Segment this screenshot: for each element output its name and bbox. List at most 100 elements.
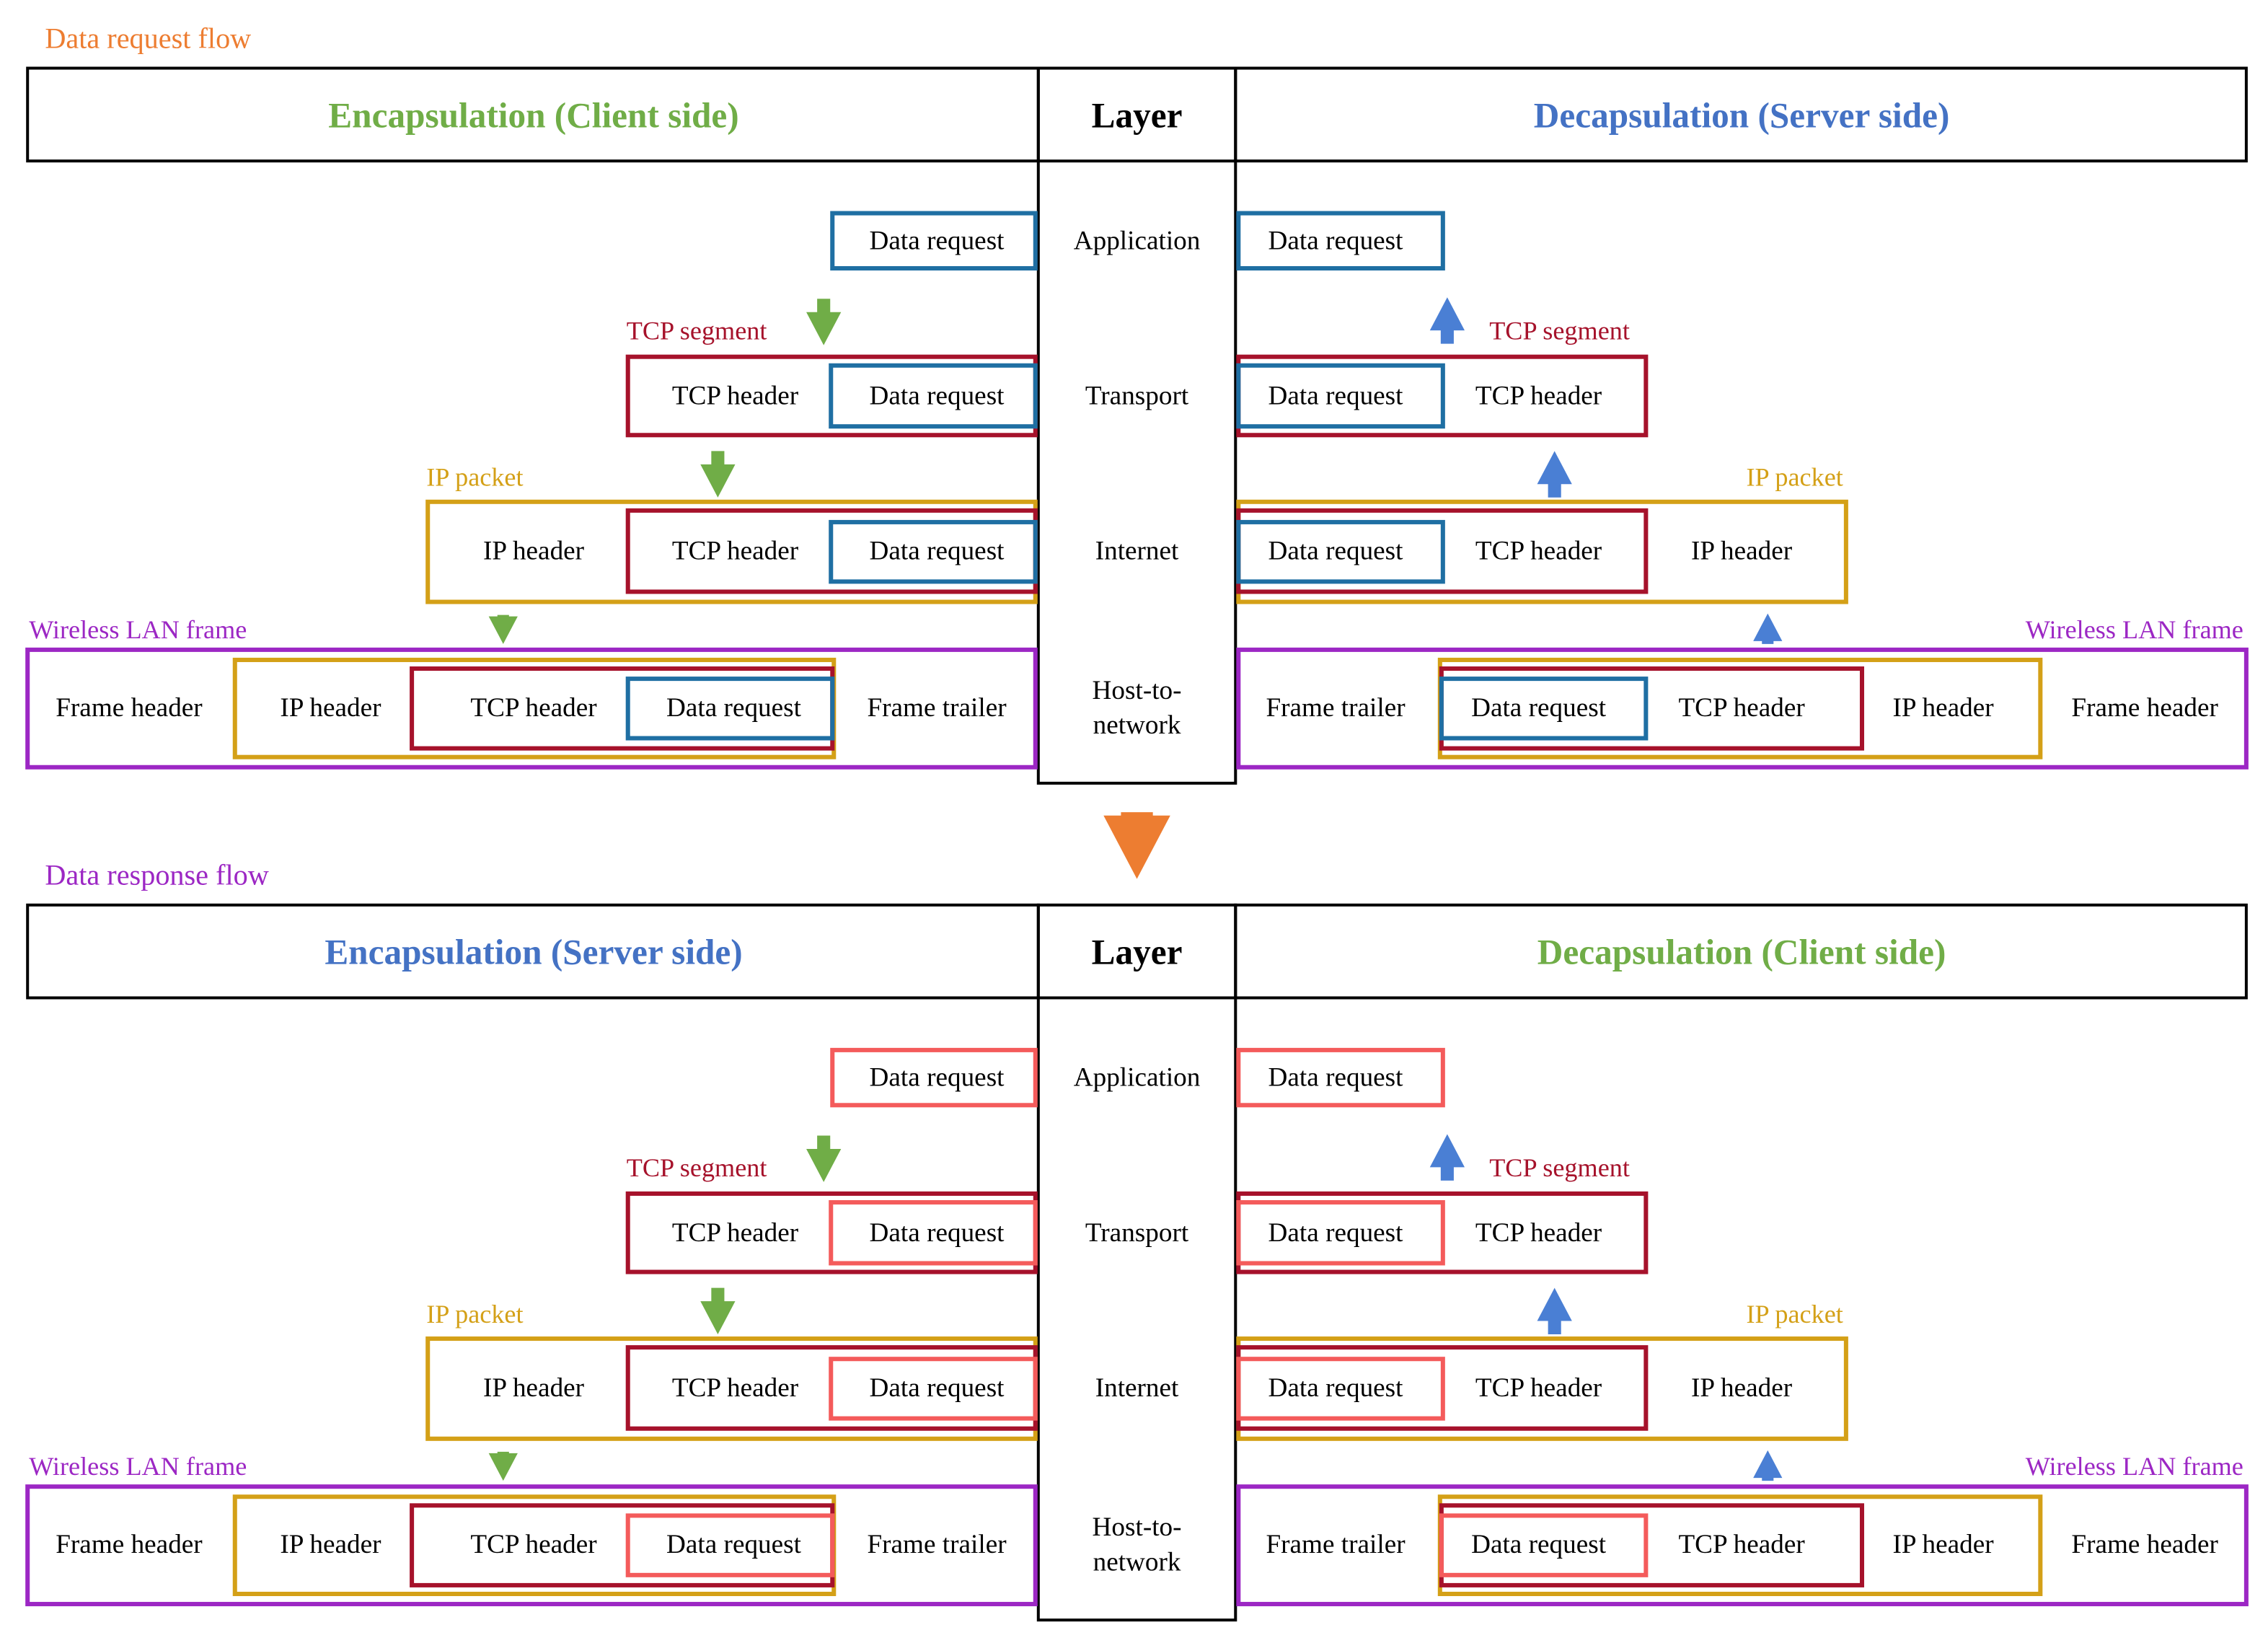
request-right-ip-tcp-header: TCP header [1475, 537, 1602, 567]
response-right-tcp-data-box [1236, 1200, 1445, 1266]
response-left-frame-tcp-header: TCP header [470, 1531, 597, 1561]
request-right-frame-data: Data request [1471, 694, 1607, 723]
request-left-ip-data-box [829, 519, 1038, 584]
response-right-ip-data: Data request [1268, 1374, 1403, 1404]
request-right-arrow-up-1 [1429, 297, 1465, 344]
response-right-frame-header: Frame header [2071, 1531, 2218, 1561]
request-left-frame-label: Wireless LAN frame [29, 614, 247, 644]
response-left-frame-ip-header: IP header [280, 1531, 381, 1561]
request-flow-title: Data request flow [45, 23, 252, 56]
request-left-ip-header: IP header [482, 537, 585, 567]
request-right-ip-header: IP header [1691, 537, 1793, 567]
response-layer-column [1036, 903, 1237, 1622]
response-right-tcp-data: Data request [1268, 1219, 1403, 1248]
response-left-frame-label: Wireless LAN frame [29, 1451, 247, 1481]
request-right-frame-header: Frame header [2071, 694, 2218, 723]
response-right-tcp-segment-label: TCP segment [1489, 1153, 1630, 1182]
response-left-frame-trailer: Frame trailer [867, 1531, 1007, 1561]
request-right-arrow-up-2 [1537, 451, 1572, 498]
request-right-frame-label: Wireless LAN frame [2025, 614, 2243, 644]
request-left-frame-data: Data request [666, 694, 802, 723]
response-right-ip-data-box [1236, 1357, 1445, 1421]
response-left-ip-data-box [829, 1357, 1038, 1421]
request-left-app-data-box [830, 211, 1038, 271]
request-left-ip-data: Data request [869, 537, 1005, 567]
request-layer-internet: Internet [1095, 537, 1179, 567]
response-right-app-data: Data request [1268, 1064, 1403, 1093]
response-left-ip-packet-label: IP packet [426, 1299, 524, 1329]
request-right-tcp-data-box [1236, 363, 1445, 429]
response-left-app-data-box [830, 1047, 1038, 1108]
request-left-frame-box [25, 647, 1038, 770]
response-layer-internet: Internet [1095, 1374, 1179, 1404]
response-left-tcp-data: Data request [869, 1219, 1005, 1248]
request-right-arrow-up-3 [1753, 613, 1783, 644]
request-left-tcp-data: Data request [869, 382, 1005, 412]
request-right-app-data: Data request [1268, 227, 1403, 257]
response-layer-host-line1: Host-to- [1092, 1513, 1182, 1543]
response-layer-application: Application [1073, 1064, 1201, 1093]
response-left-tcp-header: TCP header [671, 1219, 799, 1248]
response-left-arrow-down-3 [488, 1451, 518, 1481]
response-right-ip-header: IP header [1691, 1374, 1793, 1404]
response-left-tcp-data-box [829, 1200, 1038, 1266]
response-right-arrow-up-3 [1753, 1450, 1783, 1481]
request-right-app-data-box [1236, 211, 1445, 271]
flow-transition-arrow [1103, 812, 1170, 879]
request-left-arrow-down-2 [700, 451, 736, 498]
response-left-frame-header: Frame header [56, 1531, 203, 1561]
request-left-ip-tcp-header: TCP header [671, 537, 799, 567]
request-layer-transport: Transport [1085, 382, 1189, 412]
response-left-header: Encapsulation (Server side) [325, 933, 743, 973]
request-left-frame-data-box [625, 677, 835, 741]
response-right-app-data-box [1236, 1047, 1445, 1108]
response-layer-transport: Transport [1085, 1219, 1189, 1248]
request-left-app-data: Data request [869, 227, 1005, 257]
request-right-ip-packet-label: IP packet [1746, 462, 1843, 492]
response-right-frame-trailer: Frame trailer [1266, 1531, 1406, 1561]
response-flow-title: Data response flow [45, 860, 269, 892]
request-right-frame-tcp-header: TCP header [1678, 694, 1805, 723]
request-left-frame-trailer: Frame trailer [867, 694, 1007, 723]
request-left-arrow-down-3 [488, 614, 518, 644]
response-left-ip-tcp-header: TCP header [671, 1374, 799, 1404]
request-left-tcp-data-box [829, 363, 1038, 429]
request-left-tcp-segment-label: TCP segment [626, 316, 767, 345]
request-right-tcp-data: Data request [1268, 382, 1403, 412]
response-right-ip-packet-label: IP packet [1746, 1299, 1843, 1329]
response-left-ip-data: Data request [869, 1374, 1005, 1404]
response-right-frame-tcp-header: TCP header [1678, 1531, 1805, 1561]
request-right-ip-data: Data request [1268, 537, 1403, 567]
response-layer-header: Layer [1091, 933, 1183, 973]
request-left-arrow-down-1 [806, 299, 842, 345]
response-right-frame-data-box [1439, 1513, 1649, 1577]
request-right-tcp-header: TCP header [1475, 382, 1602, 412]
request-layer-host-line1: Host-to- [1092, 677, 1182, 706]
request-left-header: Encapsulation (Client side) [328, 97, 739, 136]
response-left-app-data: Data request [869, 1064, 1005, 1093]
request-right-frame-box [1236, 647, 2249, 770]
response-left-frame-data-box [625, 1513, 835, 1577]
response-left-frame-box [25, 1484, 1038, 1607]
request-layer-application: Application [1073, 227, 1201, 257]
request-layer-column [1036, 66, 1237, 785]
request-right-header: Decapsulation (Server side) [1533, 97, 1950, 136]
request-left-ip-packet-label: IP packet [426, 462, 524, 492]
response-left-frame-data: Data request [666, 1531, 802, 1561]
response-right-arrow-up-1 [1429, 1134, 1465, 1181]
request-left-frame-tcp-header: TCP header [470, 694, 597, 723]
request-right-tcp-segment-label: TCP segment [1489, 316, 1630, 345]
request-left-tcp-header: TCP header [671, 382, 799, 412]
response-layer-host-line2: network [1093, 1548, 1181, 1578]
response-left-arrow-down-2 [700, 1287, 736, 1335]
response-right-frame-box [1236, 1484, 2249, 1607]
request-left-frame-ip-header: IP header [280, 694, 381, 723]
response-left-tcp-segment-label: TCP segment [626, 1153, 767, 1182]
request-right-frame-trailer: Frame trailer [1266, 694, 1406, 723]
request-right-frame-ip-header: IP header [1892, 694, 1994, 723]
response-right-header: Decapsulation (Client side) [1537, 933, 1946, 973]
response-right-frame-data: Data request [1471, 1531, 1607, 1561]
request-layer-header: Layer [1091, 97, 1183, 136]
